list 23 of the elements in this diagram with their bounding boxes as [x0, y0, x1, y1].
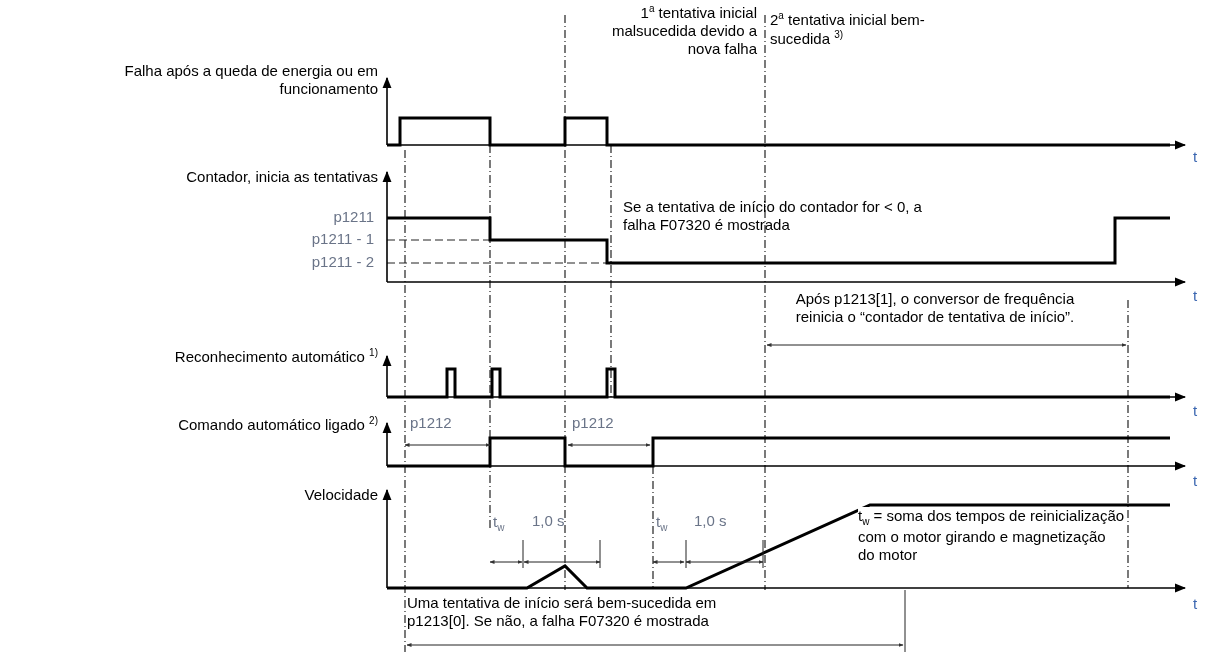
level-label: p1211 - 2	[310, 253, 374, 271]
signal-label: Reconhecimento automático $^{1)}$	[173, 347, 378, 366]
dimension-label: p1212	[572, 414, 615, 432]
annotation-text: Se a tentativa de início do contador for < 0, a falha F07320 é mostrada	[623, 198, 923, 234]
signal-label: Contador, inicia as tentativas	[185, 168, 378, 186]
axis-label: t	[1193, 402, 1199, 420]
dimension-label: 1,0 s	[694, 512, 728, 530]
level-label: p1211 - 1	[310, 230, 374, 248]
axis-label: t	[1193, 595, 1199, 613]
dimension-label: t$_{w}$	[493, 513, 506, 534]
signal-label: Falha após a queda de energia ou em funcionamento	[123, 62, 378, 98]
dimension-label: t$_{w}$	[656, 513, 669, 534]
dimension-label: p1212	[410, 414, 453, 432]
axis-label: t	[1193, 472, 1199, 490]
annotation-text: 2$^{a}$ tentativa inicial bem-sucedida $^{3)}$	[770, 10, 926, 48]
axis-label: t	[1193, 287, 1199, 305]
annotation-text: Após p1213[1], o conversor de frequência reinicia o “contador de tentativa de início”.	[794, 290, 1076, 326]
level-label: p1211	[332, 208, 374, 226]
signal-label: Comando automático ligado $^{2)}$	[177, 415, 378, 434]
dimension-label: 1,0 s	[532, 512, 566, 530]
annotation-text: 1$^{a}$ tentativa inicial malsucedida devido a nova falha	[610, 3, 757, 58]
axis-label: t	[1193, 148, 1199, 166]
signal-label: Velocidade	[303, 486, 378, 504]
